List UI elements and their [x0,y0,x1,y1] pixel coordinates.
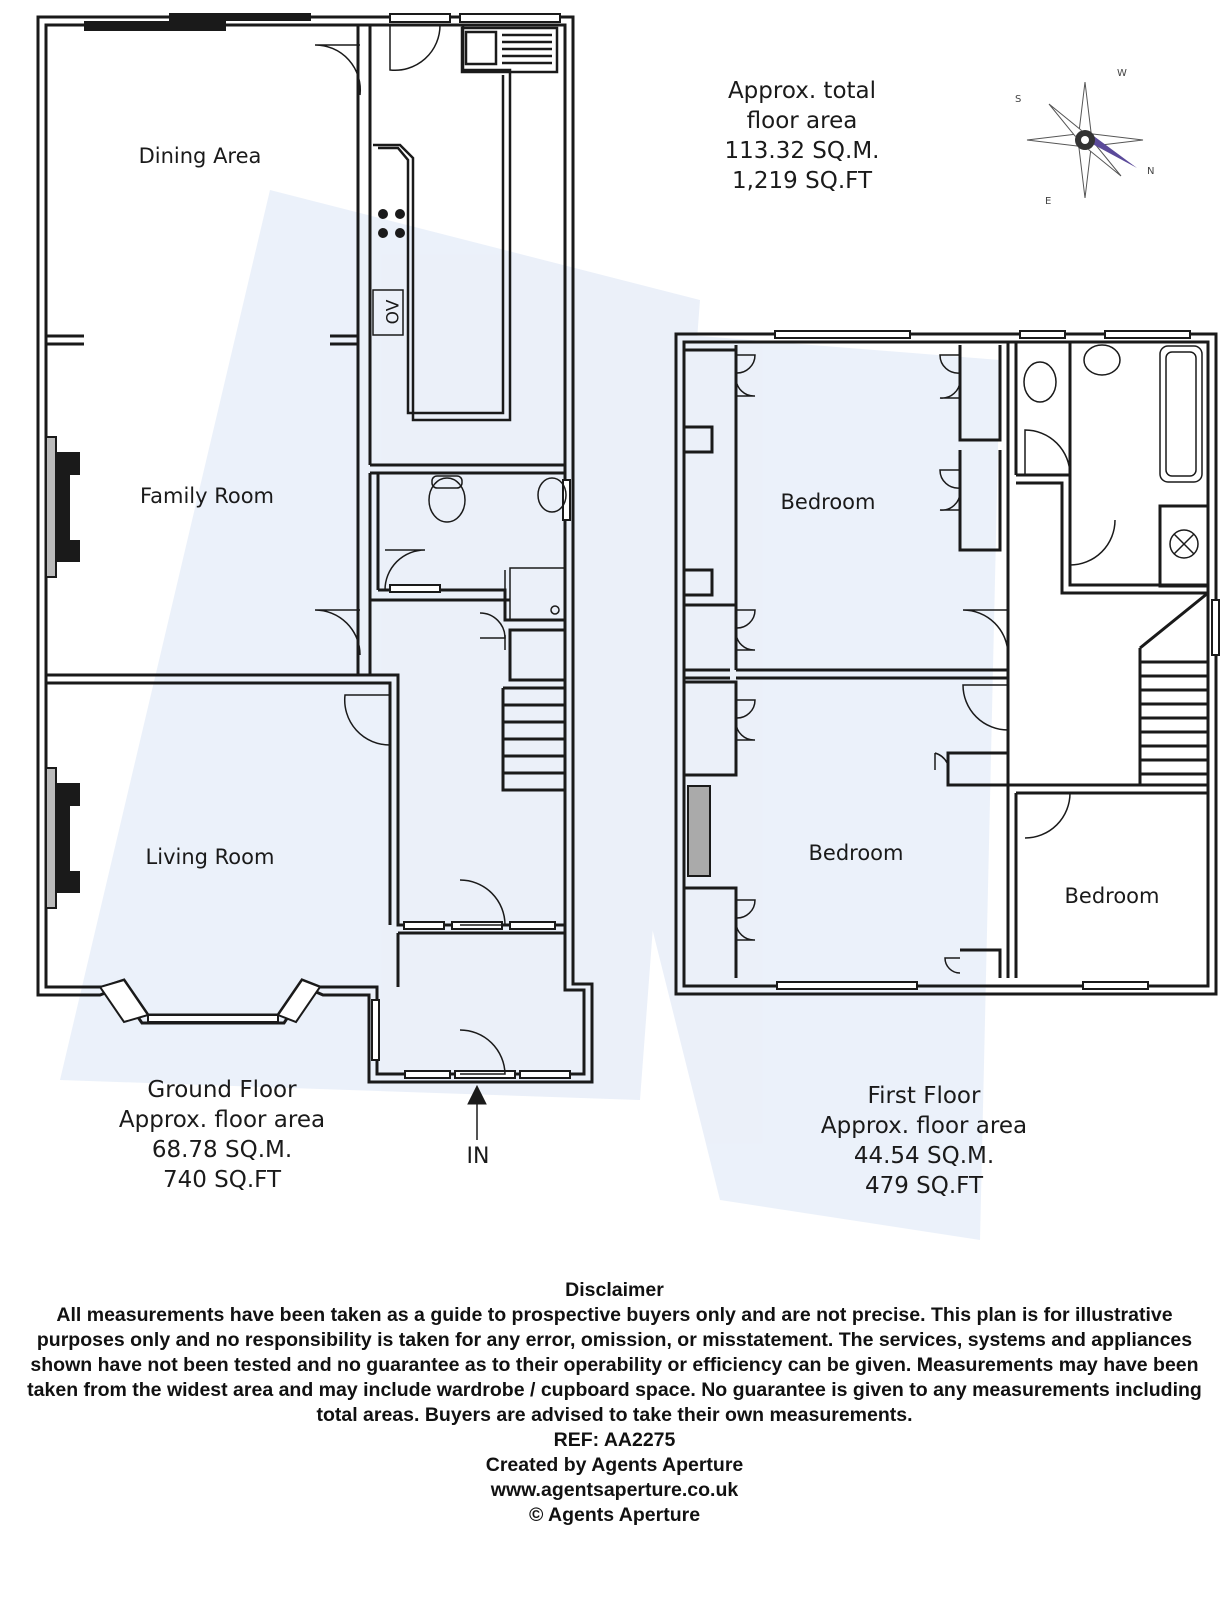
fireplace-icon [45,436,80,909]
room-label-living: Living Room [145,845,275,869]
total-area-sqm: 113.32 SQ.M. [724,138,880,164]
total-area-block: Approx. total floor area 113.32 SQ.M. 1,… [725,76,880,196]
basin-icon [1083,344,1121,376]
ground-floor-area-block: Ground Floor Approx. floor area 68.78 SQ… [119,1075,325,1195]
ground-floor-area-label: Approx. floor area [118,1107,326,1133]
compass-rose-icon: W N S E [1015,68,1154,207]
basin-icon [537,477,567,513]
room-label-bedroom-1: Bedroom [780,490,876,514]
boiler-icon [1169,529,1199,559]
disclaimer-copyright: © Agents Aperture [528,1504,701,1526]
toilet-icon [1023,361,1057,403]
disclaimer-url[interactable]: www.agentsaperture.co.uk [490,1479,739,1501]
compass-s: S [1015,94,1021,105]
kitchen-worktop [373,25,559,422]
total-area-line1: Approx. total [727,78,877,104]
first-floor-area-label: Approx. floor area [820,1113,1028,1139]
first-floor-area-block: First Floor Approx. floor area 44.54 SQ.… [821,1081,1027,1201]
first-floor-sqm: 44.54 SQ.M. [853,1143,995,1169]
toilet-icon [428,475,466,523]
compass-n: N [1147,166,1154,177]
watermark-logo [60,190,1000,1240]
ground-floor-sqm: 68.78 SQ.M. [151,1137,293,1163]
entrance-arrow-icon [467,1084,487,1140]
ground-floor-sqft: 740 SQ.FT [162,1167,282,1193]
disclaimer-ref: REF: AA2275 [553,1429,676,1451]
disclaimer-block: Disclaimer All measurements have been ta… [10,1278,1219,1528]
room-label-family: Family Room [139,484,275,508]
first-floor-walls [674,332,1218,996]
ground-floor-windows [84,13,571,1079]
disclaimer-heading: Disclaimer [565,1279,664,1301]
bathroom-fixtures [1023,344,1203,559]
shower-icon [509,567,566,621]
total-area-line2: floor area [746,108,858,134]
first-floor-sqft: 479 SQ.FT [864,1173,984,1199]
compass-w: W [1117,68,1127,79]
chimney-breast [687,785,711,877]
bath-icon [1159,345,1203,483]
hob-icon [372,209,405,336]
oven-label: OV [383,299,404,325]
disclaimer-created: Created by Agents Aperture [485,1454,744,1476]
total-area-sqft: 1,219 SQ.FT [731,168,873,194]
room-label-bedroom-2: Bedroom [808,841,904,865]
room-label-dining: Dining Area [138,144,262,168]
first-floor-doors [735,354,1116,974]
first-floor-windows [774,330,1220,990]
room-label-bedroom-3: Bedroom [1064,884,1160,908]
compass-e: E [1045,196,1051,207]
ground-floor-doors [314,24,540,1075]
entrance-label: IN [466,1144,490,1169]
first-floor-title: First Floor [867,1083,981,1109]
ground-floor-title: Ground Floor [147,1077,297,1103]
disclaimer-body: All measurements have been taken as a gu… [27,1304,1202,1426]
